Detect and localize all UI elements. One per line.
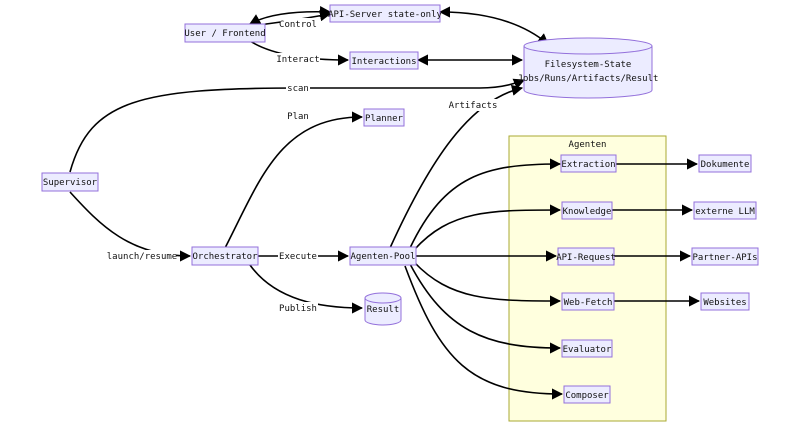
node-api-request-label: API-Request <box>556 253 616 263</box>
node-externe-llm[interactable]: externe LLM <box>693 201 757 220</box>
node-partner-apis[interactable]: Partner-APIs <box>691 247 759 266</box>
edge-label-launch-resume: launch/resume <box>107 252 177 262</box>
node-result[interactable]: Result <box>364 292 402 326</box>
node-externe-llm-label: externe LLM <box>695 207 755 217</box>
node-planner[interactable]: Planner <box>363 108 405 127</box>
node-api-server[interactable]: API-Server state-only <box>328 4 442 23</box>
edge-supervisor-orchestrator <box>69 191 192 262</box>
node-dokumente-label: Dokumente <box>701 160 750 170</box>
node-knowledge[interactable]: Knowledge <box>561 201 613 220</box>
node-orchestrator[interactable]: Orchestrator <box>191 246 259 266</box>
node-filesystem-state-line2: Jobs/Runs/Artifacts/Result <box>518 74 659 84</box>
node-result-label: Result <box>367 305 400 315</box>
node-user-frontend[interactable]: User / Frontend <box>184 23 266 43</box>
node-knowledge-label: Knowledge <box>563 207 612 217</box>
node-filesystem-state-line1: Filesystem-State <box>545 60 632 70</box>
edge-pool-composer <box>404 265 564 400</box>
node-evaluator-label: Evaluator <box>563 345 612 355</box>
node-dokumente[interactable]: Dokumente <box>698 154 752 173</box>
edges <box>69 6 701 400</box>
node-user-frontend-label: User / Frontend <box>184 29 265 39</box>
node-agenten-pool-label: Agenten-Pool <box>350 252 415 262</box>
node-supervisor[interactable]: Supervisor <box>41 172 99 192</box>
edge-pool-extraction <box>409 158 562 249</box>
edge-label-control: Control <box>279 20 317 30</box>
edge-label-execute: Execute <box>279 252 317 262</box>
edge-orchestrator-result <box>249 264 364 314</box>
node-web-fetch[interactable]: Web-Fetch <box>561 292 615 311</box>
node-api-request[interactable]: API-Request <box>556 247 616 266</box>
edge-api-fs <box>438 6 549 45</box>
node-planner-label: Planner <box>365 114 404 124</box>
edge-label-artifacts: Artifacts <box>449 101 498 111</box>
node-extraction[interactable]: Extraction <box>560 154 617 173</box>
node-interactions-label: Interactions <box>351 57 416 67</box>
node-extraction-label: Extraction <box>561 160 615 170</box>
edge-label-interact: Interact <box>276 55 319 65</box>
edge-supervisor-fs-scan <box>69 78 526 173</box>
node-partner-apis-label: Partner-APIs <box>692 253 757 263</box>
edge-label-plan: Plan <box>287 112 309 122</box>
edge-orchestrator-planner <box>224 111 364 249</box>
cluster-agenten-title: Agenten <box>569 140 607 150</box>
node-composer[interactable]: Composer <box>563 385 611 404</box>
edge-labels: Control Interact scan Plan Artifacts lau… <box>107 18 499 314</box>
node-interactions[interactable]: Interactions <box>349 51 419 70</box>
edge-pool-webfetch <box>413 261 562 307</box>
node-web-fetch-label: Web-Fetch <box>564 298 613 308</box>
edge-pool-evaluator <box>409 263 562 354</box>
edge-label-scan: scan <box>287 84 309 94</box>
node-composer-label: Composer <box>565 391 609 401</box>
edge-pool-fs <box>389 84 524 249</box>
cluster-agenten: Agenten <box>508 135 667 422</box>
node-supervisor-label: Supervisor <box>43 178 98 188</box>
edge-label-publish: Publish <box>279 304 317 314</box>
node-agenten-pool[interactable]: Agenten-Pool <box>349 246 417 266</box>
node-websites-label: Websites <box>703 298 746 308</box>
edge-pool-knowledge <box>413 204 562 251</box>
node-filesystem-state[interactable]: Filesystem-State Jobs/Runs/Artifacts/Res… <box>518 37 659 99</box>
node-websites[interactable]: Websites <box>700 292 750 311</box>
node-api-server-label: API-Server state-only <box>328 10 442 20</box>
node-orchestrator-label: Orchestrator <box>192 252 258 262</box>
node-evaluator[interactable]: Evaluator <box>561 339 613 358</box>
